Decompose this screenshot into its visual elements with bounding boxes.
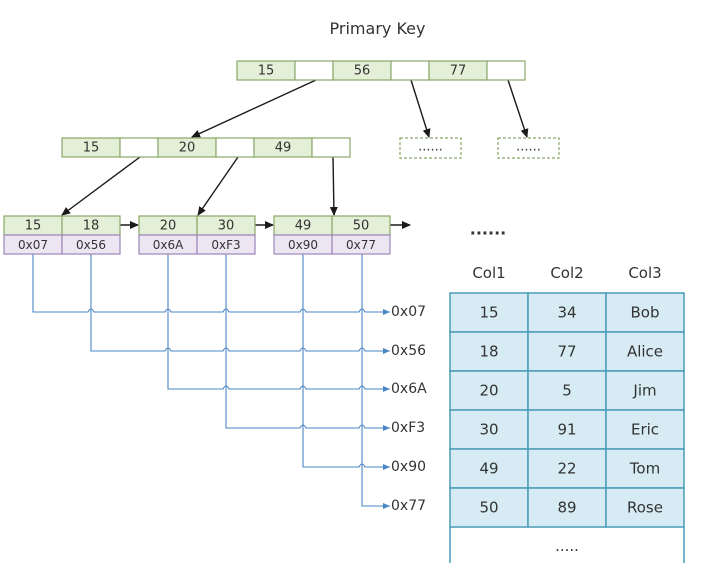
leaf-addr-label: 0xF3 [211, 238, 240, 252]
leaf-addr-cell [61, 234, 121, 255]
table-cell-text: Rose [627, 499, 663, 517]
table-cell [527, 448, 607, 489]
internal-pointer-cell [215, 137, 255, 158]
root-key-label: 15 [258, 64, 275, 79]
leaf-addr-label: 0x56 [76, 238, 106, 252]
leaf-addr-label: 0x90 [288, 238, 318, 252]
internal-pointer-cell [311, 137, 351, 158]
row-pointer-line [167, 254, 390, 392]
table-cell-text: 91 [557, 421, 576, 439]
row-pointer-line [225, 254, 390, 431]
tree-pointer-arrow [507, 79, 529, 138]
table-cell-text: Tom [629, 460, 660, 478]
table-cell-text: 22 [557, 460, 576, 478]
table-cell-text: Alice [627, 343, 663, 361]
table-cell-text: 15 [479, 304, 498, 322]
diagram-title: Primary Key [329, 19, 426, 38]
row-address-label: 0x77 [391, 498, 426, 514]
placeholder-ellipsis: ...... [418, 140, 443, 155]
leaf-key-label: 30 [218, 219, 235, 234]
leaf-addr-label: 0x6A [153, 238, 184, 252]
root-key-label: 77 [450, 64, 467, 79]
internal-key-label: 20 [179, 141, 196, 156]
table-header-cell: Col1 [472, 264, 505, 282]
root-pointer-cell [294, 60, 334, 81]
table-cell-text: 34 [557, 304, 576, 322]
leaf-addr-cell [331, 234, 391, 255]
table-cell [449, 331, 529, 372]
table-cell-text: Jim [632, 382, 656, 400]
leaf-key-label: 15 [25, 219, 42, 234]
row-address-label: 0x6A [391, 381, 427, 397]
root-pointer-cell [390, 60, 430, 81]
internal-key-label: 15 [83, 141, 100, 156]
table-cell-text: 50 [479, 499, 498, 517]
tree-pointer-arrow [197, 156, 239, 216]
table-cell [527, 409, 607, 450]
tree-pointer-arrow [410, 79, 431, 138]
table-cell-text: 77 [557, 343, 576, 361]
leaf-key-label: 20 [160, 219, 177, 234]
internal-pointer-cell [119, 137, 159, 158]
table-cell [527, 331, 607, 372]
leaf-addr-label: 0x07 [18, 238, 48, 252]
root-pointer-cell [486, 60, 526, 81]
row-pointer-line [302, 254, 390, 470]
row-address-label: 0xF3 [391, 420, 425, 436]
leaf-key-label: 50 [353, 219, 370, 234]
table-cell-text: Eric [631, 421, 659, 439]
table-cell-text: 5 [562, 382, 572, 400]
table-cell [449, 487, 529, 528]
table-cell-text: 49 [479, 460, 498, 478]
table-cell-text: Bob [631, 304, 660, 322]
table-cell [449, 409, 529, 450]
leaf-key-label: 49 [295, 219, 312, 234]
placeholder-node [399, 137, 462, 159]
row-pointer-line [90, 254, 390, 354]
table-cell [605, 487, 685, 528]
table-footer-ellipsis: ..... [555, 537, 579, 555]
table-header-cell: Col3 [628, 264, 661, 282]
leaf-key-label: 18 [83, 219, 100, 234]
table-cell-text: 30 [479, 421, 498, 439]
row-address-label: 0x56 [391, 343, 426, 359]
leaf-addr-cell [196, 234, 256, 255]
table-cell-text: 18 [479, 343, 498, 361]
row-address-label: 0x90 [391, 459, 426, 475]
table-header-cell: Col2 [550, 264, 583, 282]
leaf-addr-label: 0x77 [346, 238, 376, 252]
row-pointer-line [32, 254, 390, 315]
table-cell [605, 409, 685, 450]
table-cell-text: 20 [479, 382, 498, 400]
table-cell [605, 292, 685, 333]
internal-key-label: 49 [275, 141, 292, 156]
row-pointer-line [361, 254, 390, 509]
table-footer-border [449, 527, 685, 563]
table-cell [605, 370, 685, 411]
table-cell [449, 448, 529, 489]
tree-pointer-arrow [191, 79, 317, 138]
leaf-ellipsis: ...... [470, 220, 506, 239]
table-cell [527, 370, 607, 411]
tree-pointer-arrow [329, 156, 338, 216]
placeholder-node [497, 137, 560, 159]
placeholder-ellipsis: ...... [516, 140, 541, 155]
row-address-label: 0x07 [391, 304, 426, 320]
table-cell-text: 89 [557, 499, 576, 517]
root-key-label: 56 [354, 64, 371, 79]
tree-pointer-arrow [61, 156, 141, 216]
